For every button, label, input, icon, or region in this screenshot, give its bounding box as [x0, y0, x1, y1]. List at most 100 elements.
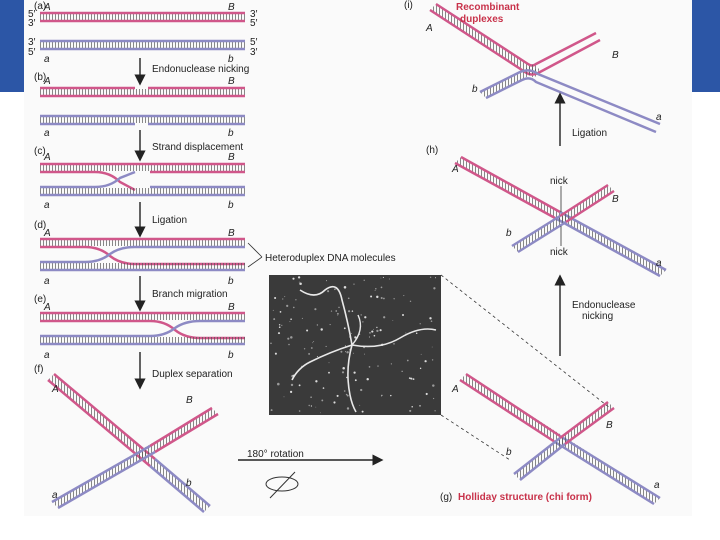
speckle — [343, 327, 346, 330]
speckle — [434, 410, 436, 412]
speckle — [383, 297, 385, 300]
panel-d-label: (d) — [34, 220, 46, 231]
allele-A-a: A — [43, 2, 51, 13]
allele-b-c: b — [228, 200, 234, 211]
speckle — [435, 277, 436, 279]
speckle — [298, 410, 301, 412]
allele-b-i: b — [472, 84, 478, 95]
speckle — [405, 332, 407, 334]
step-ligation-right: Ligation — [572, 128, 607, 139]
speckle — [299, 282, 302, 286]
allele-a-b: a — [44, 128, 50, 139]
heteroduplex-label: Heteroduplex DNA molecules — [265, 253, 396, 264]
speckle — [415, 332, 418, 335]
electron-micrograph — [269, 275, 441, 415]
panel-i-label: (i) — [404, 0, 413, 11]
speckle — [327, 290, 330, 293]
speckle — [289, 321, 291, 323]
speckle — [354, 336, 357, 339]
speckle — [375, 287, 377, 290]
speckle — [315, 380, 318, 383]
micrograph-speckles — [270, 276, 436, 414]
step-b-nicked — [40, 86, 245, 126]
step-duplex-separation: Duplex separation — [152, 369, 233, 380]
end-5-bottom: 5′ — [28, 47, 36, 58]
panel-f-label: (f) — [34, 364, 43, 375]
speckle — [409, 300, 412, 303]
allele-a-d: a — [44, 276, 50, 287]
speckle — [333, 401, 336, 404]
panel-e-label: (e) — [34, 294, 46, 305]
step-endonuclease-right-1: Endonuclease — [572, 300, 636, 311]
speckle — [380, 296, 383, 300]
allele-b-d: b — [228, 276, 234, 287]
speckle — [320, 328, 323, 331]
panel-h-label: (h) — [426, 145, 438, 156]
speckle — [328, 362, 330, 364]
speckle — [316, 324, 319, 326]
step-branch-migration: Branch migration — [152, 289, 228, 300]
speckle — [312, 342, 314, 344]
speckle — [348, 310, 351, 313]
allele-b-g: b — [506, 447, 512, 458]
speckle — [419, 323, 421, 325]
speckle — [352, 352, 354, 354]
speckle — [301, 317, 303, 319]
speckle — [369, 332, 371, 334]
allele-a-e: a — [44, 350, 50, 361]
speckle — [322, 387, 325, 389]
speckle — [390, 363, 393, 365]
speckle — [370, 295, 373, 298]
allele-A-i: A — [425, 23, 433, 34]
speckle — [278, 324, 281, 326]
speckle — [354, 379, 357, 382]
speckle — [425, 392, 428, 396]
speckle — [308, 404, 310, 407]
speckle — [433, 287, 436, 290]
speckle — [342, 366, 345, 370]
speckle — [315, 406, 317, 408]
speckle — [343, 286, 347, 289]
allele-B-i: B — [612, 50, 619, 61]
speckle — [335, 310, 337, 312]
speckle — [278, 326, 281, 329]
speckle — [283, 396, 285, 398]
speckle — [431, 359, 434, 361]
speckle — [376, 329, 379, 333]
allele-A-e: A — [43, 302, 51, 313]
speckle — [310, 347, 313, 349]
end-3-top: 3′ — [28, 18, 36, 29]
speckle — [334, 288, 336, 291]
nick-label-bottom: nick — [550, 247, 569, 258]
speckle — [408, 377, 411, 379]
speckle — [273, 318, 276, 321]
speckle — [432, 397, 435, 400]
speckle — [289, 390, 293, 394]
speckle — [286, 304, 289, 308]
speckle — [420, 353, 422, 355]
speckle — [336, 312, 339, 315]
speckle — [310, 396, 312, 399]
end-5-top: 5′ — [28, 9, 36, 20]
speckle — [328, 371, 330, 374]
speckle — [393, 343, 395, 345]
allele-b-f: b — [186, 478, 192, 489]
speckle — [390, 394, 392, 397]
speckle — [410, 377, 413, 380]
speckle — [292, 277, 295, 280]
speckle — [392, 320, 394, 321]
step-f-chi-structure — [47, 373, 219, 513]
panel-c-label: (c) — [34, 146, 46, 157]
step-e-branch-migration — [40, 311, 245, 346]
speckle — [270, 342, 272, 345]
allele-B-g: B — [606, 420, 613, 431]
speckle — [360, 388, 363, 392]
allele-B-a: B — [228, 2, 235, 13]
allele-b-h: b — [506, 228, 512, 239]
step-i-recombinant — [429, 2, 661, 134]
speckle — [329, 324, 331, 326]
step-strand-displacement: Strand displacement — [152, 142, 243, 153]
speckle — [368, 366, 371, 368]
step-a-duplexes — [40, 11, 245, 51]
